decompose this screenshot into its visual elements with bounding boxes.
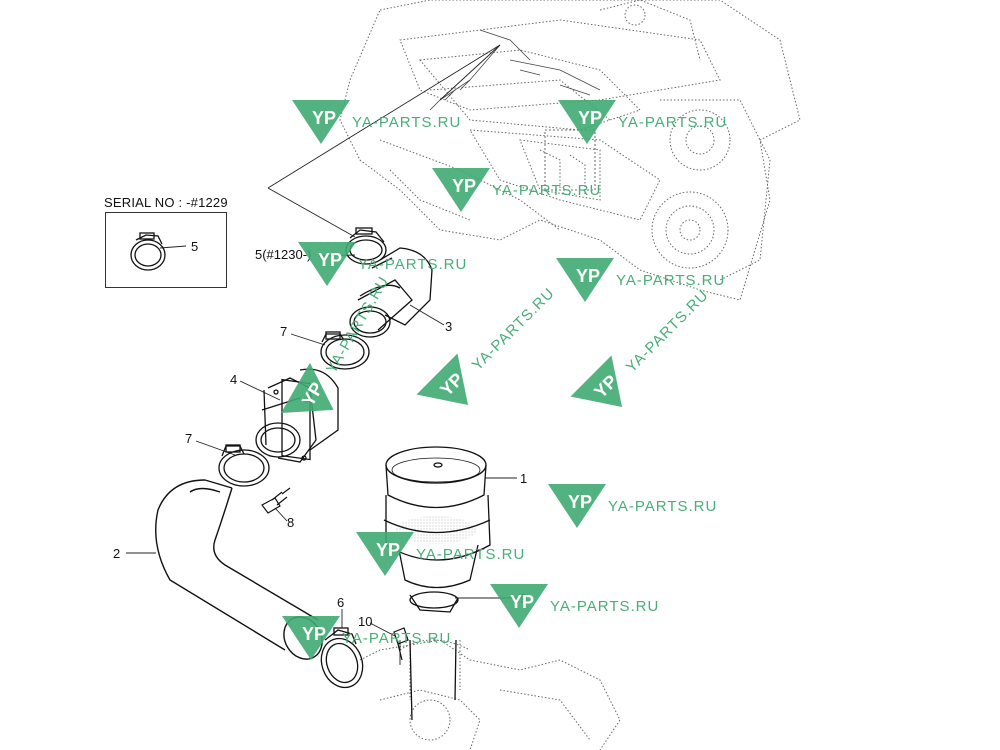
elbow-hose-3-drawing [349, 247, 433, 338]
callout-1[interactable]: 1 [520, 471, 528, 486]
serial-number-label: SERIAL NO : -#1229 [104, 195, 228, 210]
callout-3[interactable]: 3 [445, 319, 453, 334]
callout-6[interactable]: 6 [337, 595, 345, 610]
callout-10[interactable]: 10 [358, 614, 373, 629]
callout-9[interactable]: 9 [520, 591, 528, 606]
callout-7-lower[interactable]: 7 [185, 431, 193, 446]
engine-lower-outline [359, 639, 621, 750]
inset-clamp-drawing [130, 232, 166, 271]
bolt-8-drawing [261, 487, 291, 514]
callout-7-top[interactable]: 7 [280, 324, 288, 339]
clamp-6-drawing [320, 627, 364, 689]
fitting-10-drawing [393, 627, 409, 661]
callout-8[interactable]: 8 [287, 515, 295, 530]
callout-2[interactable]: 2 [113, 546, 121, 561]
clamp-5-drawing [345, 227, 387, 265]
callout-4[interactable]: 4 [230, 372, 238, 387]
leader-lines [126, 44, 518, 665]
inset-callout-5: 5 [191, 239, 199, 254]
engine-detail-lines [429, 29, 601, 191]
callout-5[interactable]: 5(#1230-) [255, 247, 312, 262]
clamp-7-lower-drawing [218, 444, 270, 487]
air-cleaner-1-drawing [383, 446, 491, 721]
hose-2-drawing [155, 479, 323, 660]
engine-block-outline [339, 0, 801, 301]
clamp-7-top-drawing [320, 331, 370, 370]
serial-inset-box [105, 212, 227, 288]
pipe-flange-4-drawing [255, 368, 339, 463]
